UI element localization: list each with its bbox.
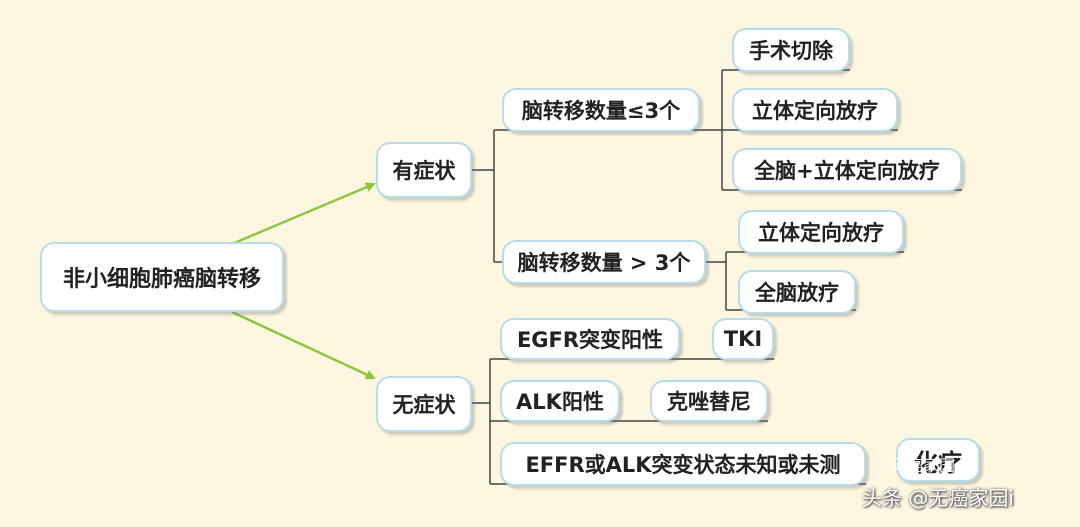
arrow-root-symptomatic bbox=[231, 182, 376, 246]
node-egfr-positive: EGFR突变阳性 bbox=[500, 318, 680, 360]
watermark-logo: 无癌家园 bbox=[890, 456, 955, 475]
node-symptomatic: 有症状 bbox=[376, 142, 472, 198]
node-option-wbrt-srs: 全脑+立体定向放疗 bbox=[732, 148, 962, 192]
node-option-surgery: 手术切除 bbox=[732, 28, 850, 72]
bracket-gt3 bbox=[706, 251, 904, 311]
node-option-srs: 立体定向放疗 bbox=[732, 88, 898, 132]
bracket-symptomatic bbox=[472, 129, 706, 263]
node-brain-mets-le3: 脑转移数量≤3个 bbox=[502, 88, 700, 132]
node-chemotherapy: 化疗 bbox=[896, 438, 980, 482]
arrow-root-asymptomatic bbox=[231, 310, 376, 380]
node-option-srs-gt3: 立体定向放疗 bbox=[738, 210, 904, 254]
node-mutation-unknown: EFFR或ALK突变状态未知或未测 bbox=[500, 442, 866, 486]
node-asymptomatic: 无症状 bbox=[376, 376, 472, 432]
node-alk-positive: ALK阳性 bbox=[500, 380, 620, 422]
watermark-credit: 头条 @无癌家园i bbox=[862, 486, 1014, 510]
node-crizotinib: 克唑替尼 bbox=[650, 380, 768, 422]
root-node: 非小细胞肺癌脑转移 bbox=[40, 242, 284, 312]
node-tki: TKI bbox=[712, 318, 774, 360]
node-brain-mets-gt3: 脑转移数量 > 3个 bbox=[502, 240, 706, 284]
node-option-wbrt: 全脑放疗 bbox=[738, 270, 856, 314]
